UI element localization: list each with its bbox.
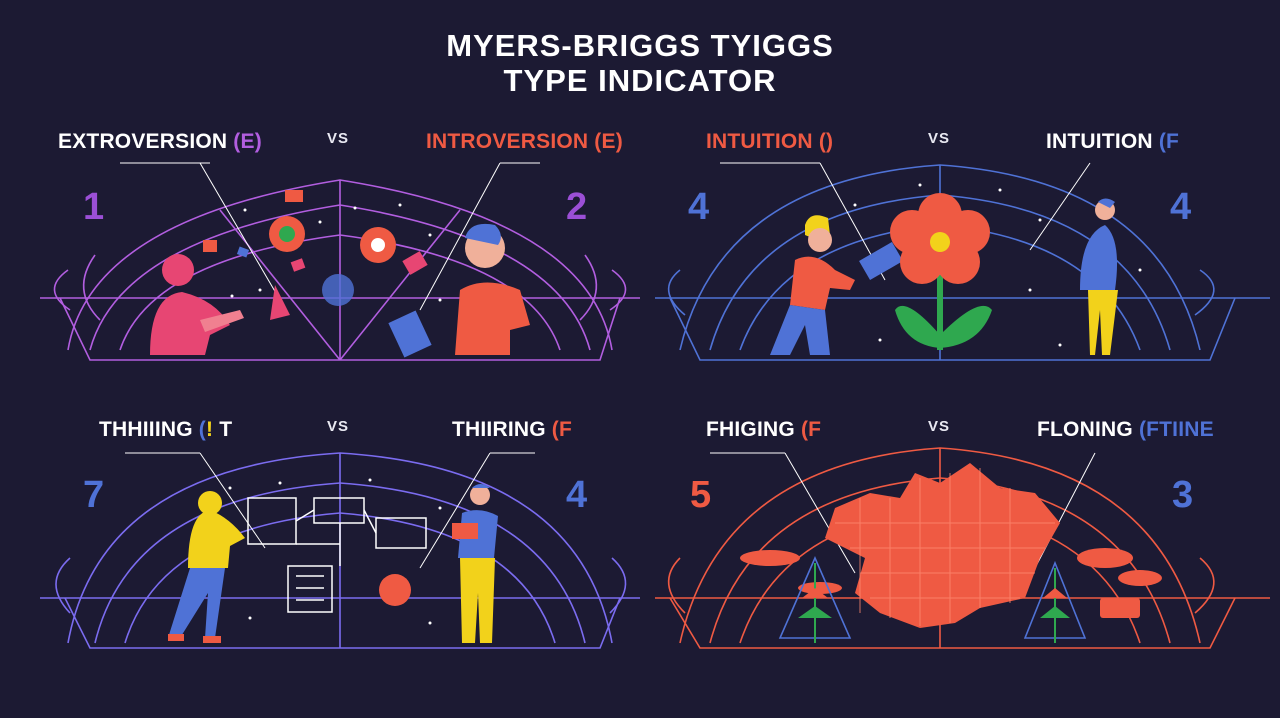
panel-feeling: FHIGING (F VS FLONING (FTIINE 5 3: [640, 398, 1280, 718]
sunburst-icon: [203, 190, 428, 320]
sparkle-icon: [230, 203, 442, 302]
panel-3-illustration: [40, 452, 640, 649]
pine-tree-icon: [778, 556, 1087, 643]
panel-4-illustration: [655, 447, 1270, 649]
panel-2-illustration: [655, 162, 1270, 361]
panel-intuition-intuition: INTUITION () VS INTUITION (F 4 4: [640, 110, 1280, 430]
standing-person-icon: [1080, 198, 1118, 355]
panel-thinking: THHIIING (! T VS THIIRING (F 7 4: [0, 398, 640, 718]
label-intuition-left: INTUITION (): [706, 130, 834, 153]
label-introversion: INTROVERSION (E): [426, 130, 623, 153]
vs-label: VS: [327, 418, 350, 435]
dome-lines: [40, 452, 640, 649]
number-left: 5: [690, 474, 712, 516]
number-right: 3: [1172, 474, 1194, 516]
ball-icon: [379, 574, 411, 606]
number-right: 2: [566, 186, 588, 228]
sparkle-icon: [853, 183, 1142, 347]
number-left: 7: [83, 474, 105, 516]
page-title-line-1: MYERS-BRIGGS TYIGGS: [446, 28, 834, 63]
walking-person-icon: [168, 491, 245, 643]
panel-1-illustration: [40, 162, 640, 361]
sparkle-icon: [228, 478, 442, 625]
label-intuition-right: INTUITION (F: [1046, 130, 1180, 153]
man-figure-icon: [388, 223, 530, 358]
kneeling-person-icon: [770, 215, 903, 355]
label-thinking-left: THHIIING (! T: [99, 418, 233, 441]
woman-figure-icon: [150, 254, 244, 355]
label-extroversion: EXTROVERSION (E): [58, 130, 262, 153]
flowchart-icon: [247, 497, 427, 613]
label-feeling-right: FLONING (FTIINE: [1037, 418, 1214, 441]
number-right: 4: [566, 474, 588, 516]
vs-label: VS: [327, 130, 350, 147]
map-icon: [825, 463, 1060, 628]
label-feeling-left: FHIGING (F: [706, 418, 822, 441]
number-left: 4: [688, 186, 710, 228]
number-right: 4: [1170, 186, 1192, 228]
label-thinking-right: THIIRING (F: [452, 418, 573, 441]
number-left: 1: [83, 186, 105, 228]
dome-lines: [40, 179, 640, 361]
cloud-icon: [740, 548, 1162, 618]
page-title-line-2: TYPE INDICATOR: [503, 63, 777, 98]
flower-icon: [890, 193, 992, 350]
vs-label: VS: [928, 130, 951, 147]
reading-person-icon: [452, 484, 498, 643]
panel-extroversion-introversion: EXTROVERSION (E) VS INTROVERSION (E) 1 2: [0, 110, 640, 430]
vs-label: VS: [928, 418, 951, 435]
